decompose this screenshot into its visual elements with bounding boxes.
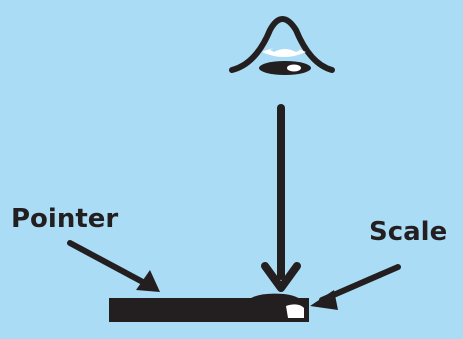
scale-label: Scale <box>369 217 448 247</box>
pointer-label: Pointer <box>11 204 119 234</box>
pointer-callout-arrow <box>67 240 160 292</box>
eye-icon <box>229 16 335 75</box>
line-of-sight-arrow <box>261 104 301 292</box>
scale-callout-arrow <box>310 264 401 310</box>
scale-shape <box>248 293 306 320</box>
